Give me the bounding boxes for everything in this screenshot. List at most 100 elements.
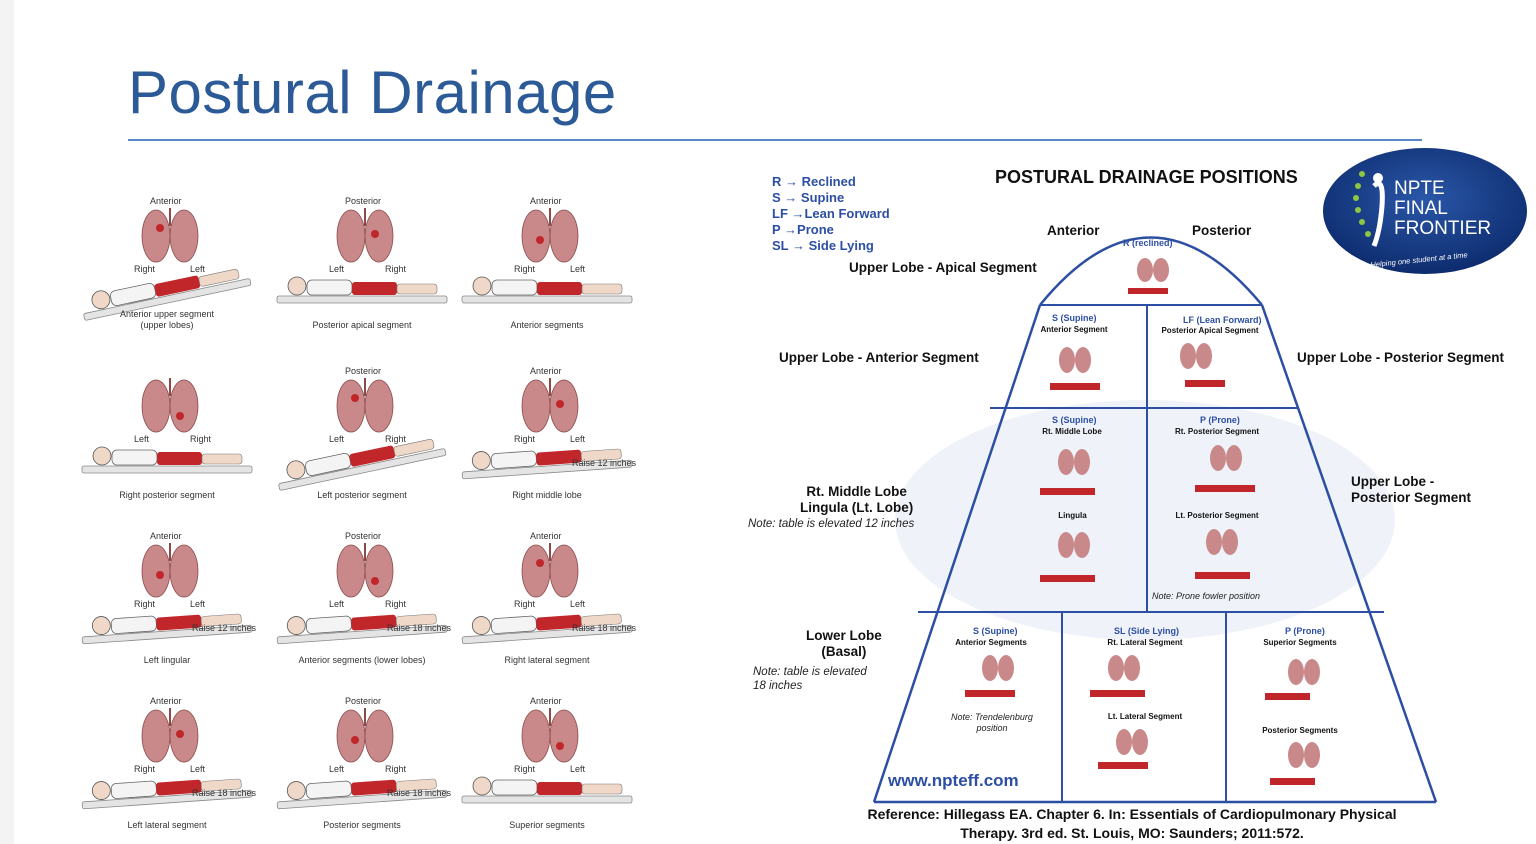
anterior-segment-label: Upper Lobe - Anterior Segment bbox=[779, 350, 979, 365]
side-label-left: Right bbox=[514, 264, 536, 274]
lung-icon bbox=[982, 258, 1320, 768]
side-label-right: Left bbox=[570, 434, 586, 444]
lower-note: Note: table is elevated 18 inches bbox=[753, 666, 867, 692]
s-sub: Anterior Segment bbox=[1040, 325, 1108, 334]
view-label: Anterior bbox=[150, 696, 182, 706]
patient-figures bbox=[965, 288, 1315, 785]
side-label-left: Left bbox=[329, 764, 345, 774]
p-sub: Rt. Posterior Segment bbox=[1174, 427, 1259, 436]
slide-title: Postural Drainage bbox=[128, 59, 617, 126]
view-label: Posterior bbox=[345, 366, 382, 376]
r-tag: R (reclined) bbox=[1123, 238, 1173, 248]
legend-item: P →Prone bbox=[772, 222, 834, 237]
side-label-left: Left bbox=[134, 434, 150, 444]
diagram-title: POSTURAL DRAINAGE POSITIONS bbox=[995, 167, 1298, 187]
side-label-right: Left bbox=[190, 599, 206, 609]
view-label: Posterior bbox=[345, 196, 382, 206]
patient-illustration bbox=[461, 543, 633, 645]
p-tag: P (Prone) bbox=[1200, 415, 1240, 425]
patient-illustration bbox=[278, 378, 447, 491]
position-caption: Superior segments bbox=[509, 820, 585, 830]
side-label-left: Right bbox=[514, 434, 536, 444]
side-label-left: Left bbox=[329, 264, 345, 274]
side-label-left: Right bbox=[134, 264, 156, 274]
position-caption: Left posterior segment bbox=[317, 490, 407, 500]
side-label-left: Left bbox=[329, 434, 345, 444]
posterior-segment-label: Upper Lobe - Posterior Segment bbox=[1297, 350, 1505, 365]
sl-tag: SL (Side Lying) bbox=[1114, 626, 1180, 636]
legend-item: SL → Side Lying bbox=[772, 238, 874, 253]
legend-item: R → Reclined bbox=[772, 174, 856, 189]
side-label-right: Right bbox=[385, 434, 407, 444]
raise-label: Raise 12 inches bbox=[191, 623, 256, 633]
pyramid-diagram bbox=[872, 236, 1438, 804]
website-link[interactable]: www.npteff.com bbox=[888, 771, 1019, 790]
side-label-right: Right bbox=[385, 264, 407, 274]
p3-sub: Superior Segments bbox=[1263, 638, 1337, 647]
side-label-right: Left bbox=[190, 264, 206, 274]
side-label-right: Left bbox=[570, 599, 586, 609]
legend-item: LF →Lean Forward bbox=[772, 206, 890, 221]
view-label: Posterior bbox=[345, 696, 382, 706]
prone-note: Note: Prone fowler position bbox=[1152, 591, 1261, 601]
view-label: Anterior bbox=[530, 366, 562, 376]
patient-illustration bbox=[276, 708, 448, 810]
side-label-right: Left bbox=[570, 764, 586, 774]
position-caption: Anterior segments (lower lobes) bbox=[298, 655, 426, 665]
raise-label: Raise 18 inches bbox=[191, 788, 256, 798]
s2-sub: Rt. Middle Lobe bbox=[1042, 427, 1102, 436]
view-label: Anterior bbox=[530, 696, 562, 706]
middle-lobe-label: Rt. Middle Lobe Lingula (Lt. Lobe) bbox=[800, 484, 914, 515]
raise-label: Raise 18 inches bbox=[386, 623, 451, 633]
p3-sub-2: Posterior Segments bbox=[1262, 726, 1338, 735]
sl-sub-2: Lt. Lateral Segment bbox=[1107, 712, 1183, 721]
position-caption: Right lateral segment bbox=[504, 655, 590, 665]
slide-edge bbox=[0, 0, 14, 844]
logo-line1: NPTE bbox=[1394, 178, 1445, 199]
side-label-left: Left bbox=[329, 599, 345, 609]
patient-illustration bbox=[81, 708, 253, 810]
side-label-left: Right bbox=[134, 599, 156, 609]
p-sub-2: Lt. Posterior Segment bbox=[1175, 511, 1259, 520]
trend-note: Note: Trendelenburg position bbox=[951, 712, 1033, 733]
logo-line3: FRONTIER bbox=[1394, 218, 1491, 239]
side-label-right: Right bbox=[385, 764, 407, 774]
position-caption: Anterior segments bbox=[510, 320, 584, 330]
position-caption: Left lateral segment bbox=[127, 820, 207, 830]
side-label-right: Left bbox=[190, 764, 206, 774]
npte-logo: NPTE FINAL FRONTIER Helping one student … bbox=[1323, 148, 1527, 274]
patient-illustration bbox=[81, 543, 253, 645]
anterior-label: Anterior bbox=[1047, 223, 1100, 238]
logo-line2: FINAL bbox=[1394, 198, 1448, 219]
posterior-segment-label-2: Upper Lobe - Posterior Segment bbox=[1351, 474, 1472, 505]
middle-note: Note: table is elevated 12 inches bbox=[748, 518, 915, 530]
raise-label: Raise 18 inches bbox=[386, 788, 451, 798]
view-label: Anterior bbox=[530, 196, 562, 206]
reference-text: Reference: Hillegass EA. Chapter 6. In: … bbox=[867, 806, 1397, 841]
patient-illustration bbox=[276, 543, 448, 645]
posterior-label: Posterior bbox=[1192, 223, 1252, 238]
side-label-right: Left bbox=[570, 264, 586, 274]
patient-illustration bbox=[81, 378, 253, 474]
position-caption: Posterior apical segment bbox=[312, 320, 412, 330]
lf-tag: LF (Lean Forward) bbox=[1183, 315, 1262, 325]
side-label-left: Right bbox=[514, 599, 536, 609]
position-caption: Posterior segments bbox=[323, 820, 401, 830]
side-label-right: Right bbox=[190, 434, 212, 444]
p3-tag: P (Prone) bbox=[1285, 626, 1325, 636]
position-caption: Left lingular bbox=[143, 655, 191, 665]
view-label: Posterior bbox=[345, 531, 382, 541]
view-label: Anterior bbox=[150, 531, 182, 541]
position-caption: Right posterior segment bbox=[119, 490, 215, 500]
